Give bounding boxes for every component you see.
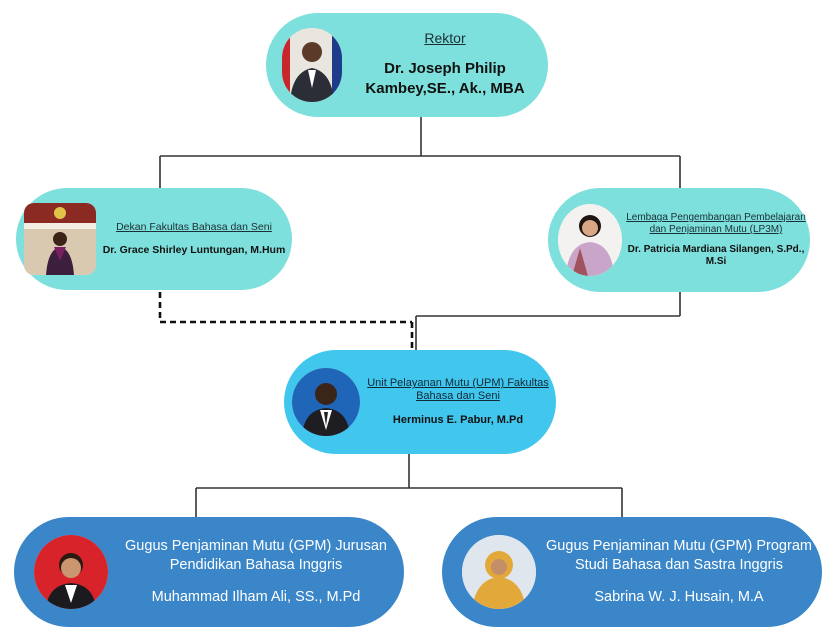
gpm-english-literature-title: Gugus Penjaminan Mutu (GPM) Program Stud… bbox=[546, 538, 812, 574]
gpm-english-education-title: Gugus Penjaminan Mutu (GPM) Jurusan Pend… bbox=[125, 538, 387, 574]
rektor-title: Rektor bbox=[424, 30, 466, 47]
gpm-english-literature-text: Gugus Penjaminan Mutu (GPM) Program Stud… bbox=[536, 537, 822, 606]
rektor-name: Dr. Joseph Philip Kambey,SE., Ak., MBA bbox=[365, 60, 525, 98]
gpm-english-education-text: Gugus Penjaminan Mutu (GPM) Jurusan Pend… bbox=[108, 537, 404, 606]
gpm-english-literature-node: Gugus Penjaminan Mutu (GPM) Program Stud… bbox=[442, 517, 822, 627]
upm-node: Unit Pelayanan Mutu (UPM) Fakultas Bahas… bbox=[284, 350, 556, 454]
upm-portrait-photo bbox=[292, 368, 360, 436]
upm-name: Herminus E. Pabur, M.Pd bbox=[392, 413, 524, 426]
rektor-portrait-photo bbox=[282, 28, 342, 102]
rektor-text: Rektor Dr. Joseph Philip Kambey,SE., Ak.… bbox=[342, 30, 548, 99]
lp3m-title: Lembaga Pengembangan Pembelajaran dan Pe… bbox=[626, 212, 806, 235]
lp3m-portrait-photo bbox=[558, 204, 622, 276]
dekan-text: Dekan Fakultas Bahasa dan Seni Dr. Grace… bbox=[96, 221, 292, 256]
lp3m-text: Lembaga Pengembangan Pembelajaran dan Pe… bbox=[622, 212, 810, 268]
dekan-node: Dekan Fakultas Bahasa dan Seni Dr. Grace… bbox=[16, 188, 292, 290]
gpm-english-education-name: Muhammad Ilham Ali, SS., M.Pd bbox=[151, 589, 361, 606]
gpm-english-literature-name: Sabrina W. J. Husain, M.A bbox=[594, 589, 764, 606]
dekan-name: Dr. Grace Shirley Luntungan, M.Hum bbox=[102, 244, 286, 256]
dekan-portrait-photo bbox=[24, 203, 96, 275]
gpm-english-education-portrait-photo bbox=[34, 535, 108, 609]
dekan-title: Dekan Fakultas Bahasa dan Seni bbox=[116, 221, 272, 234]
lp3m-name: Dr. Patricia Mardiana Silangen, S.Pd., M… bbox=[627, 244, 805, 267]
rektor-node: Rektor Dr. Joseph Philip Kambey,SE., Ak.… bbox=[266, 13, 548, 117]
gpm-english-literature-portrait-photo bbox=[462, 535, 536, 609]
gpm-english-education-node: Gugus Penjaminan Mutu (GPM) Jurusan Pend… bbox=[14, 517, 404, 627]
upm-text: Unit Pelayanan Mutu (UPM) Fakultas Bahas… bbox=[360, 377, 556, 427]
lp3m-node: Lembaga Pengembangan Pembelajaran dan Pe… bbox=[548, 188, 810, 292]
upm-title: Unit Pelayanan Mutu (UPM) Fakultas Bahas… bbox=[367, 377, 549, 403]
